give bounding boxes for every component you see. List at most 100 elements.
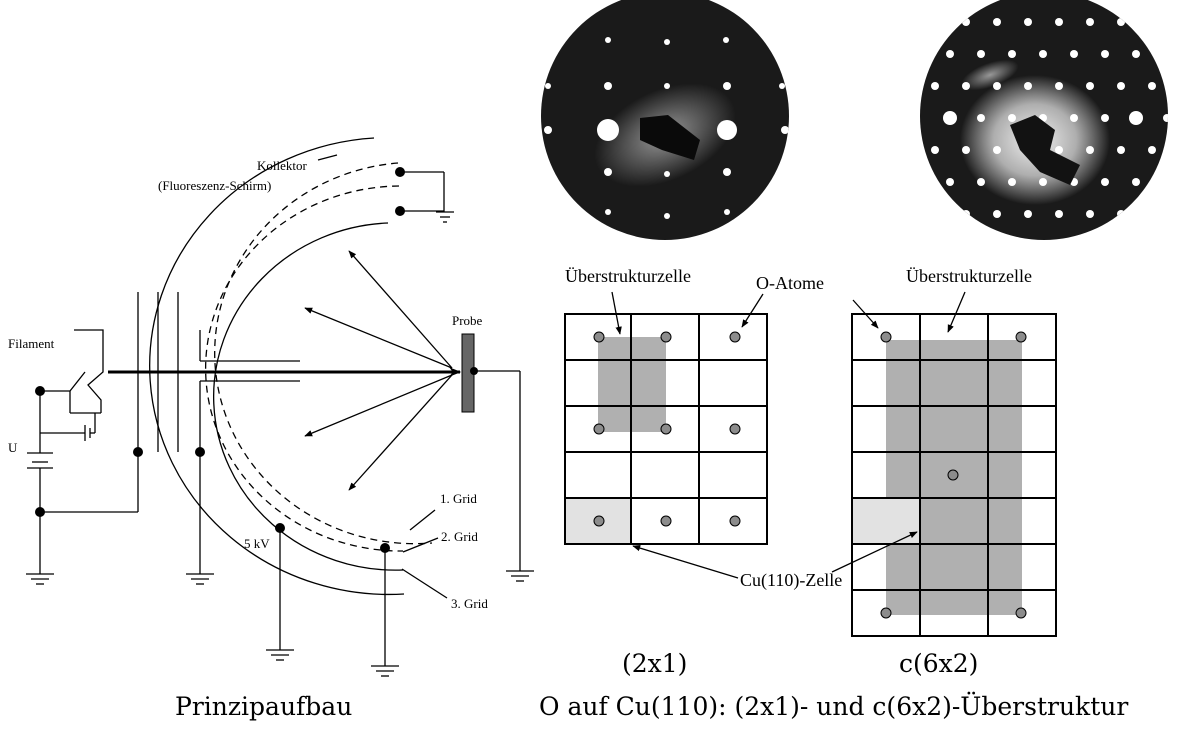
leed-spot xyxy=(779,171,785,177)
leed-spot xyxy=(946,178,954,186)
superstructure-cell-label-left: Überstrukturzelle xyxy=(565,266,691,286)
leed-spot xyxy=(1039,178,1047,186)
leed-apparatus xyxy=(26,137,534,677)
structure-arrows xyxy=(611,291,966,579)
leed-spot xyxy=(1070,50,1078,58)
leed-spot xyxy=(993,146,1001,154)
leed-spot xyxy=(962,210,970,218)
grid-2-label: 2. Grid xyxy=(441,529,478,544)
leed-spot xyxy=(604,82,612,90)
leed-spot xyxy=(775,39,781,45)
grid-3 xyxy=(212,222,404,571)
leed-spot xyxy=(1117,18,1125,26)
leed-spot xyxy=(993,210,1001,218)
voltage-label: U xyxy=(8,440,18,455)
leed-spot xyxy=(605,37,611,43)
leed-spot xyxy=(1055,18,1063,26)
leed-spot xyxy=(1163,50,1168,58)
leed-spot xyxy=(664,171,670,177)
leed-spot xyxy=(1163,178,1168,186)
leed-spot xyxy=(1086,210,1094,218)
leed-spot xyxy=(779,83,785,89)
leed-spot xyxy=(1163,114,1168,122)
leed-spot xyxy=(931,146,939,154)
leed-spot xyxy=(1117,146,1125,154)
grid-1-label: 1. Grid xyxy=(440,491,477,506)
leed-spot xyxy=(597,119,619,141)
leed-spot xyxy=(993,82,1001,90)
leed-spot xyxy=(1055,146,1063,154)
grid-2 xyxy=(205,185,404,552)
leed-spot xyxy=(1148,82,1156,90)
leed-pattern-2x1 xyxy=(541,0,789,240)
apparatus-caption: Prinzipaufbau xyxy=(175,692,352,721)
leed-spot xyxy=(1148,146,1156,154)
structure-caption: O auf Cu(110): (2x1)- und c(6x2)-Überstr… xyxy=(539,692,1128,721)
superstructure-cell-label-right: Überstrukturzelle xyxy=(906,266,1032,286)
leed-spot xyxy=(1024,82,1032,90)
probe-label: Probe xyxy=(452,313,483,328)
leed-spot xyxy=(1024,210,1032,218)
structure-c6x2-label: c(6x2) xyxy=(899,649,978,678)
leed-spot xyxy=(946,50,954,58)
grid-2x1 xyxy=(564,313,768,545)
leed-spot xyxy=(664,39,670,45)
leed-spot xyxy=(664,213,670,219)
leed-spot xyxy=(1055,210,1063,218)
leed-spot xyxy=(723,82,731,90)
leed-spot xyxy=(1117,210,1125,218)
leed-spot xyxy=(993,18,1001,26)
leed-spot xyxy=(1008,50,1016,58)
leed-spot xyxy=(1055,82,1063,90)
kv-label: 5 kV xyxy=(244,536,270,551)
leed-spot xyxy=(962,82,970,90)
leed-spot xyxy=(1024,18,1032,26)
grid-c6x2 xyxy=(851,313,1057,637)
leed-spot xyxy=(931,82,939,90)
collector-screen xyxy=(149,137,405,596)
leed-spot xyxy=(1070,114,1078,122)
kollektor-label: Kollektor xyxy=(257,158,307,173)
leed-spot xyxy=(723,37,729,43)
leed-spot xyxy=(1148,210,1156,218)
leed-spot xyxy=(962,18,970,26)
leed-spot xyxy=(1101,114,1109,122)
leed-spot xyxy=(1129,111,1143,125)
leed-spot xyxy=(664,83,670,89)
leed-spot xyxy=(545,171,551,177)
leed-spot xyxy=(1101,178,1109,186)
leed-spot xyxy=(1086,18,1094,26)
filament-label: Filament xyxy=(8,336,55,351)
leed-spot xyxy=(943,111,957,125)
leed-pattern-c6x2 xyxy=(920,0,1168,240)
leed-spot xyxy=(545,37,551,43)
leed-spot xyxy=(962,146,970,154)
leed-spot xyxy=(977,114,985,122)
leed-spot xyxy=(1008,178,1016,186)
leed-spot xyxy=(1008,114,1016,122)
leed-spot xyxy=(544,126,552,134)
leed-spot xyxy=(604,168,612,176)
grid-3-label: 3. Grid xyxy=(451,596,488,611)
leed-spot xyxy=(1148,18,1156,26)
leed-spot xyxy=(781,126,789,134)
leed-spot xyxy=(1039,50,1047,58)
kollektor-sublabel: (Fluoreszenz-Schirm) xyxy=(158,178,271,193)
circuit-nodes xyxy=(35,167,478,553)
leed-spot xyxy=(931,210,939,218)
leed-spot xyxy=(931,18,939,26)
leed-spot xyxy=(723,168,731,176)
leed-spot xyxy=(545,83,551,89)
leed-spot xyxy=(977,178,985,186)
diffracted-beams xyxy=(304,250,453,491)
leed-spot xyxy=(977,50,985,58)
leed-spot xyxy=(1132,178,1140,186)
leed-spot xyxy=(605,209,611,215)
leed-spot xyxy=(1086,82,1094,90)
leed-spot xyxy=(1117,82,1125,90)
oxygen-atoms-label: O-Atome xyxy=(756,273,824,293)
grid-1 xyxy=(214,162,433,545)
structure-2x1-label: (2x1) xyxy=(622,649,687,678)
leed-spot xyxy=(1086,146,1094,154)
